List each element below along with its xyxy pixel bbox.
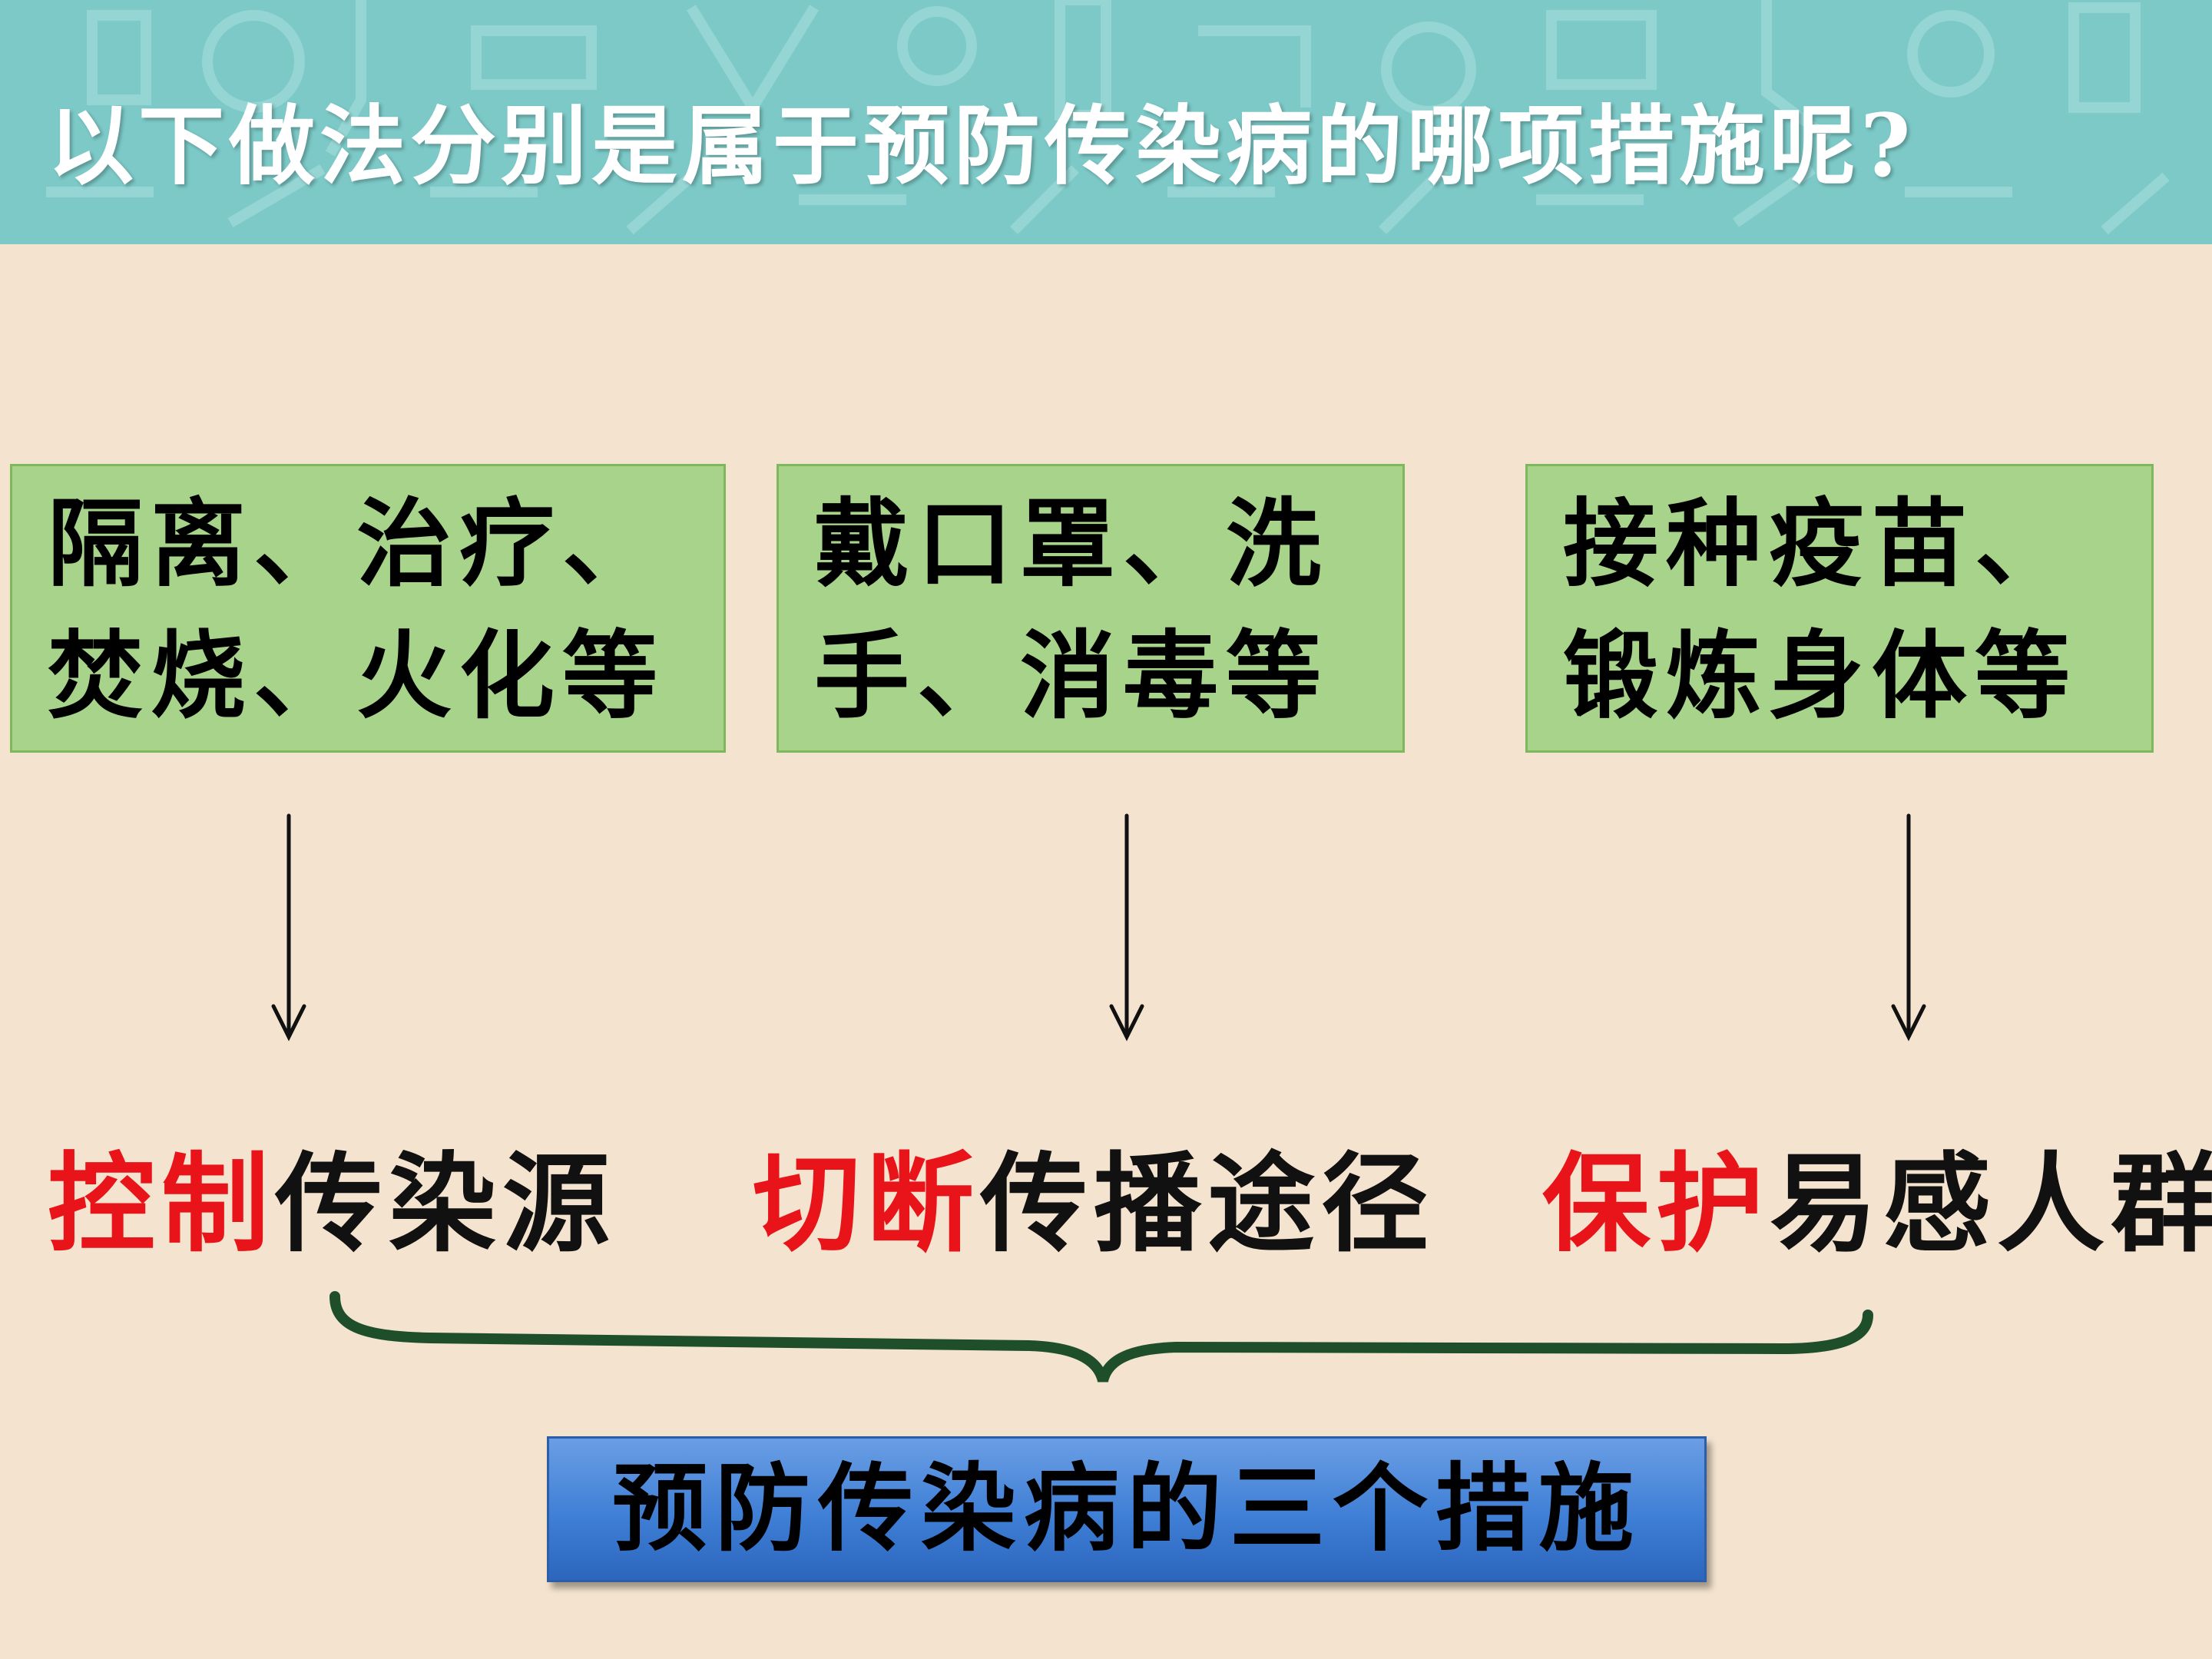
header-banner: 以下做法分别是属于预防传染病的哪项措施呢? (0, 0, 2212, 244)
box-text-line: 手、消毒等 (814, 621, 1330, 732)
example-box-vaccination: 接种疫苗、 锻炼身体等 (1525, 464, 2154, 753)
example-box-hygiene: 戴口罩、洗 手、消毒等 (777, 464, 1405, 753)
measure-protect-people: 保护易感人群 (1542, 1118, 2212, 1273)
box-text-line: 隔离、治疗、 (48, 488, 666, 600)
measure-object: 传染源 (275, 1141, 617, 1267)
measure-control-source: 控制传染源 (48, 1118, 616, 1273)
lab-equipment-pattern (46, 0, 2170, 235)
down-arrow-icon (1109, 813, 1144, 1041)
box-text-line: 接种疫苗、 (1563, 488, 2078, 600)
measure-object: 传播途径 (980, 1141, 1435, 1267)
measure-keyword: 保护 (1542, 1141, 1770, 1267)
down-arrow-icon (1891, 813, 1926, 1041)
example-box-isolation: 隔离、治疗、 焚烧、火化等 (10, 464, 726, 753)
page-title: 以下做法分别是属于预防传染病的哪项措施呢? (48, 96, 1916, 197)
measure-keyword: 切断 (753, 1141, 981, 1267)
box-text-line: 戴口罩、洗 (814, 488, 1330, 600)
box-text-line: 焚烧、火化等 (48, 621, 666, 732)
box-text-line: 锻炼身体等 (1563, 621, 2078, 732)
down-arrow-icon (271, 813, 306, 1041)
measure-keyword: 控制 (48, 1141, 276, 1267)
measure-cut-route: 切断传播途径 (753, 1118, 1435, 1273)
summary-label: 预防传染病的三个措施 (547, 1436, 1707, 1582)
measure-object: 易感人群 (1770, 1141, 2212, 1267)
